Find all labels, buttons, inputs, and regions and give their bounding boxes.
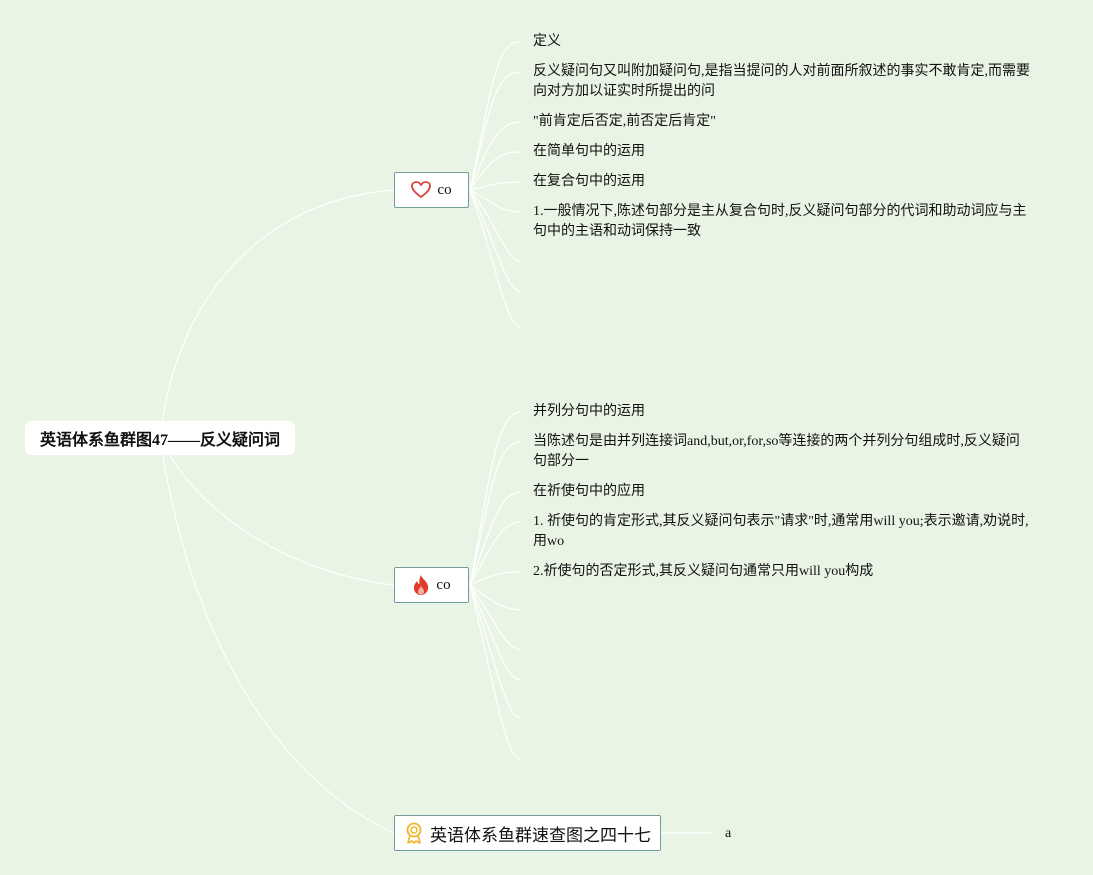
root-topic[interactable]: 英语体系鱼群图47——反义疑问词 [25, 421, 295, 455]
branch-label: co [436, 576, 451, 593]
heart-icon [411, 181, 432, 199]
leaf-topic[interactable]: 在简单句中的运用 [533, 144, 645, 159]
fire-icon [412, 574, 430, 596]
root-title: 英语体系鱼群图47——反义疑问词 [39, 432, 280, 449]
leaf-topic[interactable]: 2.祈使句的否定形式,其反义疑问句通常只用will you构成 [533, 564, 874, 579]
branch-label: 英语体系鱼群速查图之四十七 [430, 825, 651, 845]
award-icon [404, 822, 424, 844]
branch-label: co [437, 181, 452, 198]
branch-topic-2[interactable]: co [394, 567, 469, 603]
leaf-topic[interactable]: 反义疑问句又叫附加疑问句,是指当提问的人对前面所叙述的事实不敢肯定,而需要向对方… [533, 64, 1030, 99]
leaf-topic[interactable]: 当陈述句是由并列连接词and,but,or,for,so等连接的两个并列分句组成… [533, 434, 1020, 469]
leaf-topic[interactable]: 并列分句中的运用 [533, 404, 645, 419]
leaf-topic[interactable]: 1.一般情况下,陈述句部分是主从复合句时,反义疑问句部分的代词和助动词应与主句中… [533, 204, 1027, 239]
leaf-topic[interactable]: 在祈使句中的应用 [533, 484, 645, 499]
branch-topic-1[interactable]: co [394, 172, 469, 208]
branch-topic-3[interactable]: 英语体系鱼群速查图之四十七 [394, 815, 661, 851]
leaf-topic[interactable]: "前肯定后否定,前否定后肯定" [533, 114, 716, 129]
leaf-topic[interactable]: a [725, 826, 732, 841]
leaf-topic[interactable]: 在复合句中的运用 [533, 174, 645, 189]
leaf-topic[interactable]: 1. 祈使句的肯定形式,其反义疑问句表示"请求"时,通常用will you;表示… [533, 514, 1029, 549]
leaf-topic[interactable]: 定义 [533, 34, 561, 49]
